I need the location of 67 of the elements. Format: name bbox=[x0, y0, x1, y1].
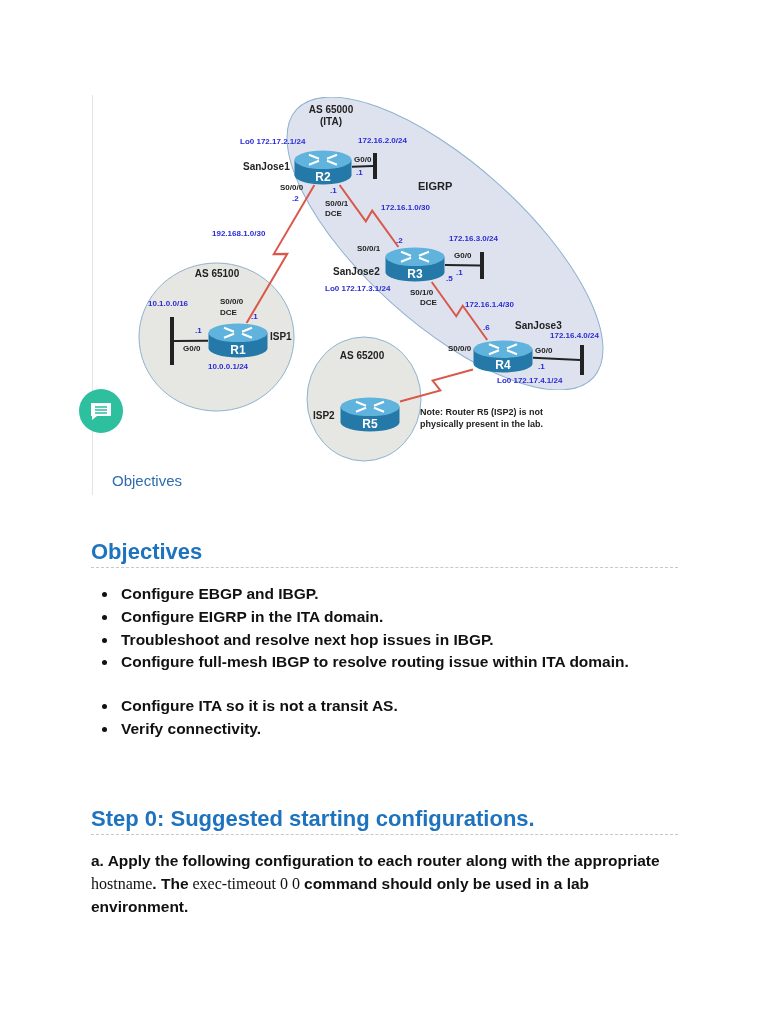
interface-label: G0/0 bbox=[454, 251, 472, 261]
interface-label: .5 bbox=[446, 274, 453, 284]
address-label: 172.16.4.0/24 bbox=[550, 331, 599, 341]
interface-label: .1 bbox=[356, 168, 363, 178]
router-label: R5 bbox=[361, 417, 379, 431]
serial-link bbox=[430, 281, 489, 341]
ethernet-link bbox=[444, 263, 481, 267]
router-name: SanJose1 bbox=[243, 161, 290, 172]
area-label: AS 65000 (ITA) bbox=[307, 104, 355, 128]
interface-label: .1 bbox=[538, 362, 545, 372]
edge-label: 172.16.1.0/30 bbox=[381, 203, 430, 213]
ethernet-link bbox=[173, 339, 209, 342]
interface-label: .1 bbox=[330, 186, 337, 196]
interface-label: G0/0 bbox=[535, 346, 553, 356]
serial-link bbox=[245, 184, 316, 324]
interface-label: .1 bbox=[251, 312, 258, 322]
address-label: Lo0 172.17.3.1/24 bbox=[325, 284, 391, 294]
interface-label: DCE bbox=[220, 308, 237, 318]
list-item: Troubleshoot and resolve next hop issues in IBGP. bbox=[121, 630, 495, 650]
interface-label: G0/0 bbox=[354, 155, 372, 165]
router-name: ISP1 bbox=[270, 331, 292, 342]
image-caption: Objectives bbox=[112, 472, 183, 489]
instruction-paragraph: a. Apply the following configuration to each router along with the appropriate hostname. The exec-timeout 0 0 command should only be used in a lab environment. bbox=[91, 851, 661, 917]
list-item: Configure EIGRP in the ITA domain. bbox=[121, 607, 385, 627]
router-name: ISP2 bbox=[313, 410, 335, 421]
interface-label: S0/0/0 bbox=[280, 183, 304, 193]
router-name: SanJose3 bbox=[515, 320, 562, 331]
edge-label: 172.16.1.4/30 bbox=[465, 300, 514, 310]
router-label: R3 bbox=[406, 267, 424, 281]
address-label: 172.16.2.0/24 bbox=[358, 136, 407, 146]
interface-label: S0/0/0 bbox=[220, 297, 244, 307]
interface-label: S0/1/0 bbox=[410, 288, 434, 298]
ethernet-link bbox=[532, 356, 581, 361]
address-label: 10.0.0.1/24 bbox=[208, 362, 249, 372]
protocol-label: EIGRP bbox=[418, 180, 453, 192]
note-text: Note: Router R5 (ISP2) is not physically present in the lab. bbox=[420, 406, 545, 430]
interface-label: DCE bbox=[325, 209, 342, 219]
address-label: Lo0 172.17.4.1/24 bbox=[497, 376, 563, 386]
interface-label: .2 bbox=[396, 236, 403, 246]
serial-link bbox=[399, 368, 474, 403]
serial-link bbox=[338, 184, 400, 248]
interface-label: .1 bbox=[456, 268, 463, 278]
interface-label: .2 bbox=[292, 194, 299, 204]
address-label: 10.1.0.0/16 bbox=[148, 299, 189, 309]
interface-label: .6 bbox=[483, 323, 490, 333]
interface-label: .1 bbox=[195, 326, 202, 336]
area-label: AS 65100 bbox=[193, 268, 241, 280]
interface-label: DCE bbox=[420, 298, 437, 308]
interface-label: S0/0/1 bbox=[325, 199, 349, 209]
edge-label: 192.168.1.0/30 bbox=[212, 229, 266, 239]
list-item: Configure EBGP and IBGP. bbox=[121, 584, 320, 604]
router-label: R1 bbox=[229, 343, 247, 357]
section-heading: Objectives bbox=[91, 538, 203, 566]
interface-label: S0/0/1 bbox=[357, 244, 381, 254]
area-label: AS 65200 bbox=[338, 350, 386, 362]
section-heading: Step 0: Suggested starting configurations. bbox=[91, 805, 535, 833]
list-item: Configure ITA so it is not a transit AS. bbox=[121, 696, 399, 716]
address-label: Lo0 172.17.2.1/24 bbox=[240, 137, 306, 147]
interface-label: G0/0 bbox=[183, 344, 201, 354]
interface-label: S0/0/0 bbox=[448, 344, 472, 354]
ethernet-link bbox=[351, 165, 374, 168]
router-name: SanJose2 bbox=[333, 266, 380, 277]
list-item: Configure full-mesh IBGP to resolve routing issue within ITA domain. bbox=[121, 652, 630, 672]
address-label: 172.16.3.0/24 bbox=[449, 234, 498, 244]
router-label: R4 bbox=[494, 358, 512, 372]
router-label: R2 bbox=[314, 170, 332, 184]
list-item: Verify connectivity. bbox=[121, 719, 263, 739]
